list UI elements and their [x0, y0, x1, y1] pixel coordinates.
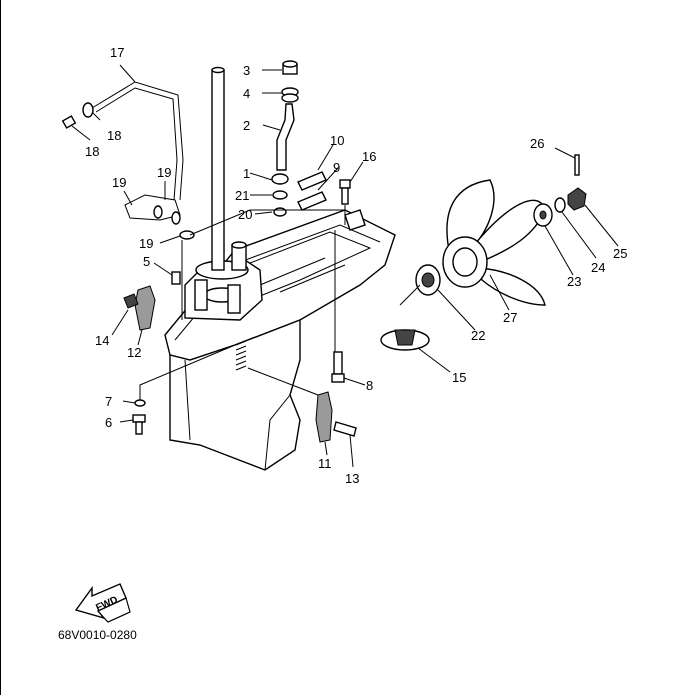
- callout-23: 23: [567, 274, 581, 289]
- callout-19-mid: 19: [157, 165, 171, 180]
- callout-27: 27: [503, 310, 517, 325]
- callout-3: 3: [243, 63, 250, 78]
- bolt-13-part: [333, 421, 357, 437]
- callout-12: 12: [127, 345, 141, 360]
- callout-26: 26: [530, 136, 544, 151]
- spacer-part: [533, 203, 553, 227]
- drive-shaft-drawing: [211, 66, 225, 271]
- callout-19-top: 18: [107, 128, 121, 143]
- callout-19-low: 19: [139, 236, 153, 251]
- document-code: 68V0010-0280: [58, 628, 137, 642]
- callout-17: 17: [110, 45, 124, 60]
- callout-6: 6: [105, 415, 112, 430]
- lower-casing-drawing: [164, 209, 396, 471]
- propeller-drawing: [442, 179, 546, 306]
- callout-2: 2: [243, 118, 250, 133]
- washer-24-part: [554, 197, 566, 213]
- callout-19-left: 19: [112, 175, 126, 190]
- shim-plates-part: [297, 171, 327, 211]
- callout-11: 11: [318, 456, 332, 471]
- callout-25: 25: [613, 246, 627, 261]
- anode-part: [123, 285, 156, 331]
- propeller-hub-plate-part: [380, 329, 430, 351]
- hose-assembly-part: [61, 81, 195, 240]
- callout-18: 18: [85, 144, 99, 159]
- callout-22: 22: [471, 328, 485, 343]
- water-pipe-part: [276, 103, 295, 171]
- thrust-washer-part: [415, 264, 441, 296]
- callout-15: 15: [452, 370, 466, 385]
- callout-4: 4: [243, 86, 250, 101]
- callout-13: 13: [345, 471, 359, 486]
- callout-9: 9: [333, 160, 340, 175]
- bolt-16-part: [339, 179, 351, 205]
- trim-tab-part: [315, 391, 333, 443]
- fwd-arrow-icon: FWD: [74, 583, 131, 623]
- propeller-nut-part: [567, 187, 587, 211]
- callout-7: 7: [105, 394, 112, 409]
- callout-10: 10: [330, 133, 344, 148]
- callout-labels: 3 4 2 1 21 20 10 9 16 17 18 18 19 19 19 …: [85, 45, 627, 486]
- cotter-pin-part: [574, 154, 580, 176]
- pin-part: [171, 271, 181, 285]
- grommet-part: [282, 60, 298, 75]
- callout-5: 5: [143, 254, 150, 269]
- leader-lines: [71, 64, 619, 468]
- callout-14: 14: [95, 333, 109, 348]
- bolt-6-part: [132, 399, 146, 435]
- callout-8: 8: [366, 378, 373, 393]
- callout-24: 24: [591, 260, 605, 275]
- callout-20: 20: [238, 207, 252, 222]
- seal-part: [281, 87, 299, 103]
- callout-1: 1: [243, 166, 250, 181]
- bolt-8-part: [331, 351, 345, 383]
- callout-16: 16: [362, 149, 376, 164]
- callout-21: 21: [235, 188, 249, 203]
- washer-stack-part: [271, 173, 289, 217]
